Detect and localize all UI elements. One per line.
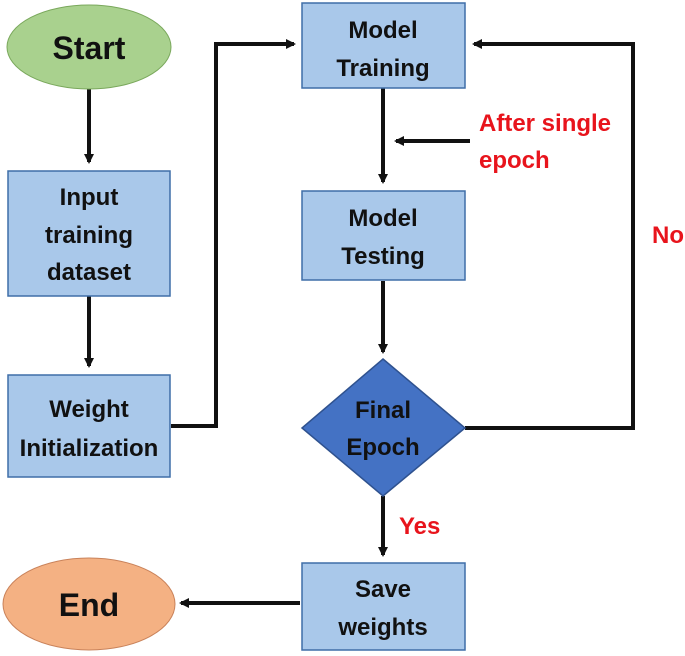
end-node: End [2, 557, 176, 651]
final-epoch-line-2: Epoch [346, 434, 419, 461]
input-dataset-box [7, 170, 171, 297]
model-training-node: Model Training [301, 2, 466, 89]
yes-label: Yes [399, 513, 440, 540]
start-label: Start [53, 30, 126, 66]
input-dataset-node: Input training dataset [7, 170, 171, 297]
end-label: End [59, 587, 119, 623]
model-testing-box [301, 190, 466, 281]
model-training-line-1: Model [348, 17, 417, 44]
final-epoch-decision: Final Epoch [300, 358, 467, 497]
weight-init-line-2: Initialization [20, 435, 159, 462]
weight-init-box [7, 374, 171, 478]
after-epoch-label-line-2: epoch [479, 147, 550, 174]
model-testing-line-2: Testing [341, 243, 425, 270]
start-node: Start [6, 4, 172, 90]
start-ellipse [6, 4, 172, 90]
no-label: No [652, 222, 684, 249]
arrow-weight-to-training [171, 39, 296, 428]
end-ellipse [2, 557, 176, 651]
model-testing-line-1: Model [348, 205, 417, 232]
weight-init-node: Weight Initialization [7, 374, 171, 478]
model-training-box [301, 2, 466, 89]
final-epoch-line-1: Final [355, 397, 411, 424]
arrow-decision-no-loop [465, 39, 635, 430]
save-weights-node: Save weights [301, 562, 466, 651]
save-weights-box [301, 562, 466, 651]
model-training-line-2: Training [336, 55, 429, 82]
save-weights-line-2: weights [337, 614, 427, 641]
input-dataset-line-3: dataset [47, 259, 131, 286]
input-dataset-line-1: Input [60, 184, 119, 211]
input-dataset-line-2: training [45, 222, 133, 249]
save-weights-line-1: Save [355, 576, 411, 603]
weight-init-line-1: Weight [49, 396, 129, 423]
after-epoch-label-line-1: After single [479, 110, 611, 137]
model-testing-node: Model Testing [301, 190, 466, 281]
decision-diamond [300, 358, 467, 497]
